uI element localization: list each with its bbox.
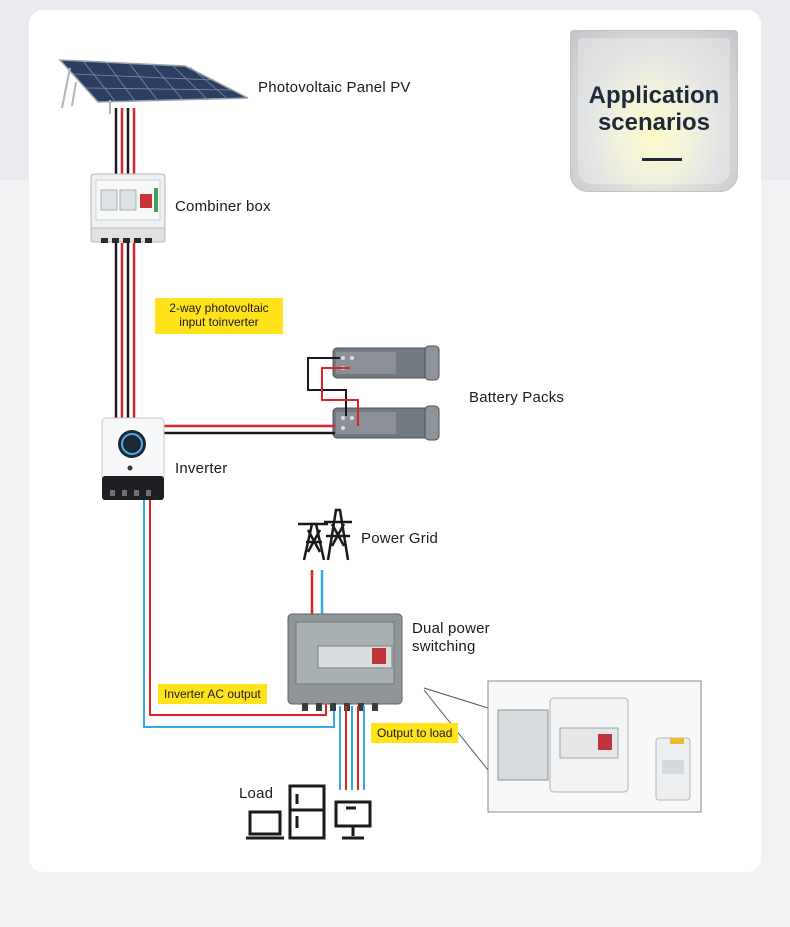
combiner-label: Combiner box [175,198,271,215]
load-label: Load [239,785,274,802]
inverter-icon [101,417,165,500]
inverter-ac-red [149,500,327,716]
dual-switch-line-1: Dual power [412,620,490,637]
product-detail-frame [487,680,702,813]
output-load-badge: Output to load [371,723,459,743]
inverter-ac-blue [143,500,335,728]
dual-switch-box-icon [287,613,403,711]
title-line-1: Application [588,82,720,109]
load-wires [339,706,365,790]
load-appliances-icon [246,784,372,840]
battery-label: Battery Packs [469,389,565,406]
pv-label: Photovoltaic Panel PV [258,79,411,96]
inverter-label: Inverter [175,460,228,477]
pv-input-line-1: 2-way photovoltaic [169,301,269,315]
dual-switch-label: Dual power switching [412,620,490,656]
power-tower-icon [298,508,352,561]
grid-label: Power Grid [361,530,439,547]
title-underline [642,158,682,161]
combiner-box-icon [90,173,166,243]
solar-panel-icon [58,59,249,114]
title-line-2: scenarios [597,109,711,136]
callout-line-top [423,687,489,709]
pv-input-line-2: input toinverter [179,315,259,329]
dual-switch-line-2: switching [412,638,476,655]
inverter-ac-badge: Inverter AC output [158,684,267,704]
page-title: Application scenarios [578,82,730,136]
combiner-inverter-wires [114,243,136,420]
application-scenarios-header: Application scenarios [570,30,738,192]
header-panel: Application scenarios [578,38,730,184]
pv-wires [114,108,136,176]
pv-input-badge: 2-way photovoltaic input toinverter [155,298,283,334]
battery-pack-icon [307,345,440,441]
